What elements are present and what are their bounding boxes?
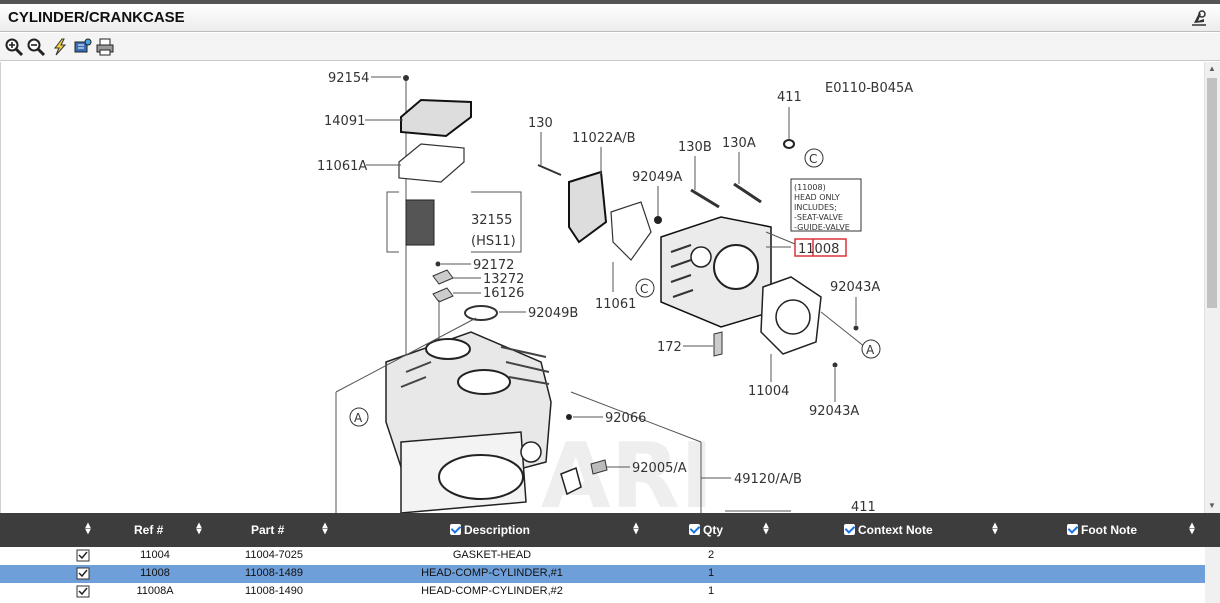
cell-part: 11008-1489 [245,567,303,579]
description-checkbox-icon[interactable] [450,524,461,535]
page-title: CYLINDER/CRANKCASE [8,9,185,26]
fit-icon[interactable] [72,37,92,57]
parts-grid: ▴▾ Ref # ▴▾ Part # ▴▾ Description ▴▾ Qty… [0,513,1220,603]
sort-ref-icon[interactable]: ▴▾ [196,520,202,537]
grid-header: ▴▾ Ref # ▴▾ Part # ▴▾ Description ▴▾ Qty… [0,513,1220,547]
watermark: ARI [541,424,713,513]
note-line-5: -GUIDE-VALVE [794,223,850,232]
callout-C-left[interactable]: C [640,282,648,296]
top-strip [0,0,1220,4]
label-92154[interactable]: 92154 [328,71,369,86]
zoom-out-icon[interactable] [26,37,46,57]
note-line-4: -SEAT-VALVE [794,213,843,222]
callout-C-right[interactable]: C [809,152,817,166]
label-11061A[interactable]: 11061A [317,159,367,174]
toolbar [0,33,1220,61]
column-description[interactable]: Description [450,523,530,537]
sort-context-icon[interactable]: ▴▾ [992,520,998,537]
column-context-note[interactable]: Context Note [844,523,933,537]
column-qty[interactable]: Qty [689,523,723,537]
diagram-viewer[interactable]: ARI 92154 14091 11061A 32155 (HS11) 9217… [0,62,1220,513]
grid-scrollbar[interactable] [1205,547,1220,603]
highlight-icon[interactable] [50,37,70,57]
cell-description: GASKET-HEAD [452,549,532,561]
add-to-cart-icon[interactable] [76,549,90,562]
label-11008[interactable]: 11008 [798,242,839,257]
label-92172[interactable]: 92172 [473,258,514,273]
sort-icon[interactable]: ▴▾ [85,520,91,537]
note-line-3: INCLUDES; [794,203,837,212]
scroll-thumb[interactable] [1207,78,1217,308]
label-49120AB[interactable]: 49120/A/B [734,472,802,487]
label-11061[interactable]: 11061 [595,297,636,312]
label-32155[interactable]: 32155 [471,213,512,228]
label-92005A[interactable]: 92005/A [632,461,687,476]
column-part[interactable]: Part # [251,523,285,537]
cell-ref: 11008A [136,585,174,597]
label-11004[interactable]: 11004 [748,384,789,399]
cell-description: HEAD-COMP-CYLINDER,#1 [421,567,563,579]
exploded-diagram[interactable]: ARI 92154 14091 11061A 32155 (HS11) 9217… [1,62,1205,513]
print-icon[interactable] [95,37,115,57]
column-context-label: Context Note [858,523,933,537]
diagram-code: E0110-B045A [825,81,913,96]
label-411-top[interactable]: 411 [777,90,802,105]
column-foot-label: Foot Note [1081,523,1137,537]
label-92049A[interactable]: 92049A [632,170,682,185]
column-foot-note[interactable]: Foot Note [1067,523,1137,537]
label-130[interactable]: 130 [528,116,553,131]
context-checkbox-icon[interactable] [844,524,855,535]
cell-qty: 1 [707,585,715,597]
add-to-cart-icon[interactable] [76,567,90,580]
zoom-in-icon[interactable] [4,37,24,57]
table-row[interactable]: 11004 11004-7025 GASKET-HEAD 2 [0,547,1205,565]
add-to-cart-icon[interactable] [76,585,90,598]
label-13272[interactable]: 13272 [483,272,524,287]
cell-part: 11004-7025 [245,549,303,561]
sort-qty-icon[interactable]: ▴▾ [763,520,769,537]
sort-description-icon[interactable]: ▴▾ [633,520,639,537]
diagram-scrollbar[interactable]: ▲ ▼ [1204,62,1220,513]
foot-checkbox-icon[interactable] [1067,524,1078,535]
cell-description: HEAD-COMP-CYLINDER,#2 [421,585,563,597]
scroll-up-icon[interactable]: ▲ [1208,64,1216,73]
column-description-label: Description [464,523,531,537]
highlight-box-11008[interactable] [794,238,847,257]
label-130A[interactable]: 130A [722,136,756,151]
qty-checkbox-icon[interactable] [689,524,700,535]
table-row[interactable]: 11008A 11008-1490 HEAD-COMP-CYLINDER,#2 … [0,583,1205,601]
cell-qty: 2 [707,549,715,561]
title-bar: CYLINDER/CRANKCASE [0,4,1220,32]
table-row-selected[interactable]: 11008 11008-1489 HEAD-COMP-CYLINDER,#1 1 [0,565,1205,583]
note-line-2: HEAD ONLY [794,193,840,202]
label-92043A-top[interactable]: 92043A [830,280,880,295]
sort-foot-icon[interactable]: ▴▾ [1189,520,1195,537]
callout-A-right[interactable]: A [866,343,875,357]
label-92043A-bottom[interactable]: 92043A [809,404,859,419]
scroll-down-icon[interactable]: ▼ [1208,501,1216,510]
column-qty-label: Qty [703,523,724,537]
label-11022AB[interactable]: 11022A/B [572,131,636,146]
label-130B[interactable]: 130B [678,140,712,155]
callout-A-left[interactable]: A [354,411,363,425]
sort-part-icon[interactable]: ▴▾ [322,520,328,537]
label-172[interactable]: 172 [657,340,682,355]
settings-tool-icon[interactable] [1190,9,1208,27]
column-ref[interactable]: Ref # [134,523,164,537]
label-16126[interactable]: 16126 [483,286,524,301]
label-92066[interactable]: 92066 [605,411,646,426]
label-411-bottom[interactable]: 411 [851,500,876,513]
label-HS11[interactable]: (HS11) [471,234,516,249]
label-14091[interactable]: 14091 [324,114,365,129]
cell-ref: 11008 [140,567,170,579]
cell-part: 11008-1490 [245,585,303,597]
note-line-1: (11008) [794,183,826,192]
cell-qty: 1 [707,567,715,579]
cell-ref: 11004 [140,549,170,561]
label-92049B[interactable]: 92049B [528,306,578,321]
